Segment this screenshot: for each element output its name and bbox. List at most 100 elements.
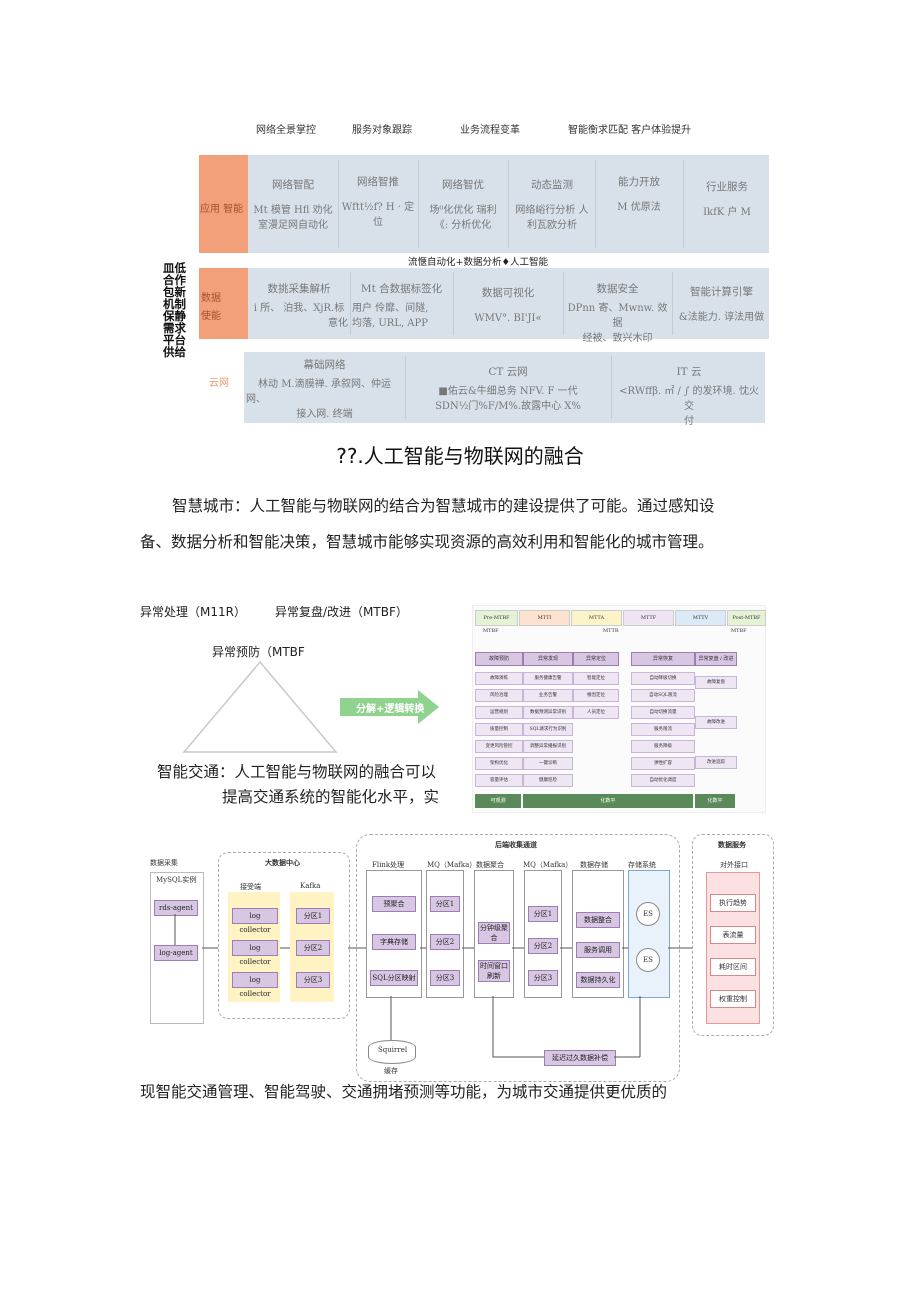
mttr-item: 架构优化	[475, 757, 523, 770]
store-item-2: 服务调用	[576, 942, 620, 958]
triangle-label-top: 异常预防（MTBF	[212, 645, 305, 659]
mttr-footer-1: 可观测	[475, 794, 521, 808]
left-vertical-text: 皿低合作包新机制保静需求平台供给	[163, 261, 186, 359]
mttr-stage-1: 故障预防	[475, 652, 523, 666]
triangle-label-right: 异常复盘/改进（MTBF）	[275, 605, 408, 619]
agent-rds: rds-agent	[154, 900, 198, 916]
backend-title: 后端收集通道	[495, 840, 537, 849]
bigdata-center-label: 大数据中心	[265, 858, 300, 867]
kafka-part-3: 分区3	[296, 972, 330, 988]
cloud-row	[244, 352, 765, 423]
mttr-item: 自动切换流量	[631, 706, 695, 719]
service-item-2: 表流量	[710, 926, 756, 944]
mttr-header-1: Pre-MTBF	[475, 610, 518, 626]
es-item-1: ES	[636, 902, 660, 926]
data-cell-2: Mt 合数据标签化 用户 伶靡、间隧, 均落, URL, APP	[352, 283, 443, 329]
paragraph-1-line-1: 智慧城市：人工智能与物联网的结合为智慧城市的建设提供了可能。通过感知设	[172, 497, 715, 515]
mttr-item: 变更风险管控	[475, 740, 523, 753]
mttr-item: 自动降级切换	[631, 672, 695, 685]
app-cell-3: 网络智优 场⁰化优化 瑞利 《: 分析优化	[429, 179, 497, 231]
arrow-label: 分解+逻辑转换	[356, 704, 425, 715]
paragraph-1-line-2: 备、数据分析和智能决策，智慧城市能够实现资源的高效利用和智能化的城市管理。	[140, 533, 714, 551]
mttr-item: 运营规划	[475, 706, 523, 719]
data-cell-5: 智能计算引擎 &法能力. 谆法用做	[678, 286, 765, 323]
mttr-item: 业务告警	[523, 689, 573, 702]
mttr-stage-5: 异常复盘 / 改进	[695, 652, 737, 666]
top-label-1: 网络全景掌控	[256, 125, 316, 136]
mttr-stage-4: 异常恢复	[631, 652, 695, 666]
es-item-2: ES	[636, 948, 660, 972]
collector-1: log collector	[232, 908, 278, 934]
data-row-side-label-1: 数据	[201, 293, 221, 304]
cloud-row-side-label: 云网	[209, 378, 229, 389]
mq2-title: MQ（Mafka）	[523, 861, 573, 869]
squirrel-label: Squirrel	[378, 1046, 408, 1054]
agent-log: log-agent	[154, 945, 198, 961]
triangle-shape	[182, 660, 338, 753]
kafka-title: Kafka	[300, 882, 321, 890]
arrow-shape	[340, 690, 439, 724]
mttr-item: 弹性扩容	[631, 757, 695, 770]
data-cell-3: 数据可视化 WMV°. BI'JI«	[474, 287, 542, 324]
data-row-side-label-2: 使能	[201, 311, 221, 322]
mttr-item: 自动优化调度	[631, 774, 695, 787]
app-cell-1: 网络智配 Mt 模管 Hfl 劝化 室漫足网自动化	[253, 179, 333, 231]
store-item-1: 数据整合	[576, 912, 620, 928]
app-cell-2: 网络智推 Wftt½f? H · 定位	[341, 176, 415, 228]
triangle-label-left: 异常处理（M11R）	[140, 605, 246, 619]
mttr-footer-2: 化数平	[523, 794, 693, 808]
mttr-item: 根因定位	[573, 689, 619, 702]
mttr-header-3: MTTA	[571, 610, 622, 626]
mq1-part-1: 分区1	[430, 896, 460, 912]
flink-title: Flink处理	[372, 861, 405, 869]
flink-step-3: SQL分区映射	[370, 970, 418, 986]
section-heading: ??.人工智能与物联网的融合	[336, 444, 584, 468]
paragraph-3: 现智能交通管理、智能驾驶、交通拥堵预测等功能，为城市交通提供更优质的	[140, 1083, 668, 1101]
top-label-4: 智能衡求匹配 客户体验提升	[568, 125, 692, 136]
squirrel-sub: 缓存	[384, 1067, 398, 1075]
mttr-sub-label-3: MTBF	[731, 628, 747, 634]
mttr-item: 服务限流	[631, 723, 695, 736]
mysql-label: MySQL实例	[156, 876, 197, 884]
cloud-cell-1: 幕础网络 林动 M.滴膜禅. 承叙网、仲运 网、 接入网. 终端	[246, 359, 391, 420]
data-cell-1: 数挑采集解析 i 所、 泊我、XjR.标 意化	[253, 283, 348, 329]
app-cell-5: 能力开放 M 优原法	[617, 176, 661, 213]
mttr-item: 改进追踪	[695, 756, 737, 769]
kafka-part-2: 分区2	[296, 940, 330, 956]
mttr-item: 健康巡检	[523, 774, 573, 787]
app-cell-4: 动态监测 网络峪行分析 人 利瓦欧分析	[515, 179, 589, 231]
mttr-item: 服务降级	[631, 740, 695, 753]
agg-item-2: 时间窗口刷新	[478, 960, 510, 982]
service-sub: 对外接口	[720, 861, 748, 869]
mttr-item: 质量控制	[475, 723, 523, 736]
app-row-side	[199, 155, 248, 253]
data-row	[248, 268, 769, 339]
app-row-side-label: 应用 智能	[200, 204, 244, 215]
mq1-part-3: 分区3	[430, 970, 460, 986]
mttr-item: 数据预测异常识别	[523, 706, 573, 719]
service-item-3: 耗时区间	[710, 958, 756, 976]
mq1-title: MQ（Mafka）	[427, 861, 477, 869]
mttr-item: 一键诊断	[523, 757, 573, 770]
mttr-item: 故障演练	[475, 672, 523, 685]
store-title: 数据存储	[580, 861, 608, 869]
mttr-item: 人员定位	[573, 706, 619, 719]
mttr-item: 智能定位	[573, 672, 619, 685]
agg-title: 数据聚合	[476, 861, 504, 869]
service-item-1: 执行趋势	[710, 894, 756, 912]
collector-2: log collector	[232, 940, 278, 966]
paragraph-1: 智慧城市：人工智能与物联网的结合为智慧城市的建设提供了可能。通过感知设 备、数据…	[140, 488, 780, 560]
collector-title: 接受端	[240, 883, 261, 891]
mttr-item: 风险治理	[475, 689, 523, 702]
service-title: 数据服务	[718, 840, 746, 849]
flow-label: 流惬自动化+数据分析♦人工智能	[408, 257, 548, 268]
app-cell-6: 行业服务 IkfK 户 M	[703, 181, 751, 218]
mttr-header-6: Post-MTBF	[727, 610, 766, 626]
flink-step-2: 字典存储	[372, 934, 416, 950]
mttr-sub-label-2: MTTR	[603, 628, 619, 634]
mttr-item: 服务健康告警	[523, 672, 573, 685]
flink-step-1: 预聚合	[372, 896, 416, 912]
flow-arrows	[174, 914, 708, 1058]
collector-3: log collector	[232, 972, 278, 998]
